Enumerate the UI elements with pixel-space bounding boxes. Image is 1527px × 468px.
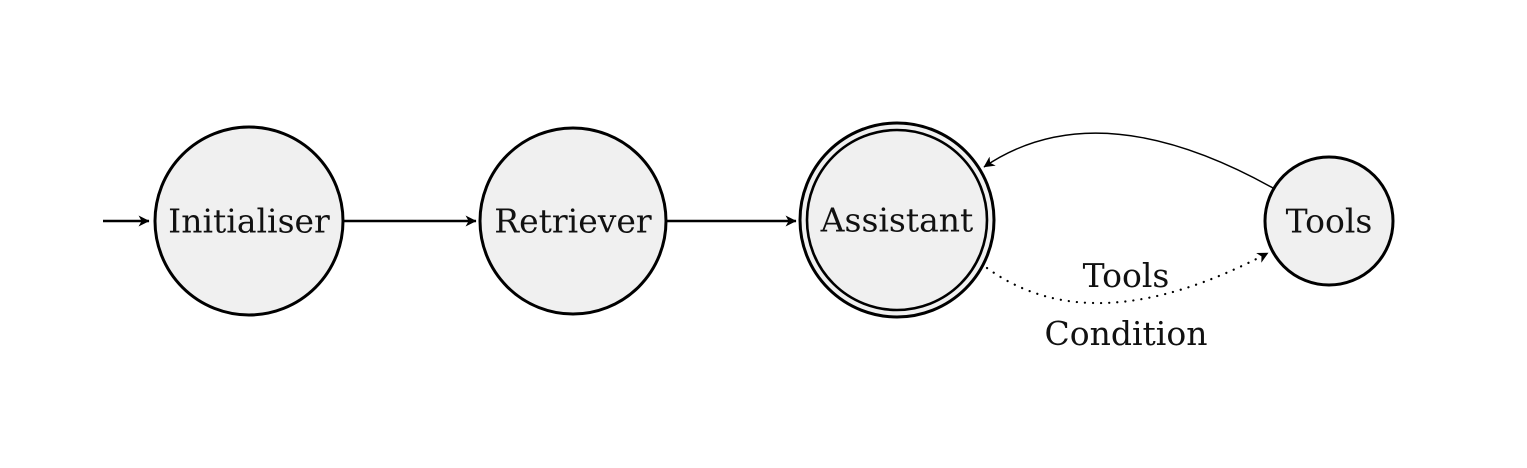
node-label-assistant: Assistant — [820, 201, 974, 240]
edge-tools-to-assistant — [983, 132, 1274, 189]
node-circle-assistant — [798, 121, 996, 319]
node-tools: Tools — [1263, 155, 1395, 287]
edge-assistant-to-tools — [985, 251, 1270, 305]
edge-label-assistant-to-tools-line-1: Condition — [1045, 314, 1208, 353]
node-circle-tools — [1263, 155, 1395, 287]
node-assistant: Assistant — [798, 121, 996, 319]
node-label-retriever: Retriever — [494, 202, 652, 241]
node-label-tools: Tools — [1286, 202, 1373, 241]
node-circle-initialiser — [153, 125, 345, 317]
node-circle-retriever — [478, 126, 668, 316]
node-initialiser: Initialiser — [153, 125, 345, 317]
node-label-initialiser: Initialiser — [168, 202, 330, 241]
edge-label-assistant-to-tools-line-0: Tools — [1083, 256, 1170, 295]
node-inner-circle-assistant — [805, 128, 989, 312]
node-retriever: Retriever — [478, 126, 668, 316]
